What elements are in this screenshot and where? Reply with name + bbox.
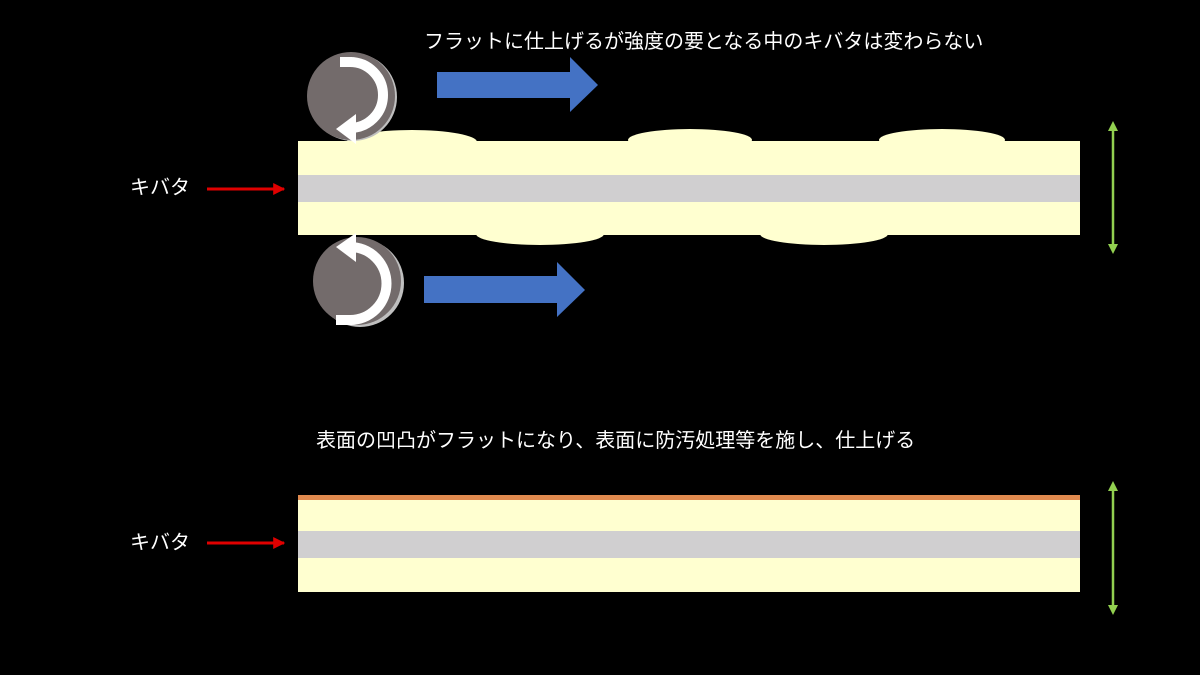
rotation-arrow-tail (336, 315, 352, 325)
outer-layer-top (298, 141, 1080, 175)
direction-arrow-icon (424, 262, 585, 317)
outer-layer-bottom (298, 202, 1080, 235)
rotation-arrow-icon (349, 57, 388, 133)
caption-bottom: 表面の凹凸がフラットになり、表面に防汚処理等を施し、仕上げる (316, 428, 916, 452)
upper-roller (307, 52, 397, 144)
core-layer (298, 175, 1080, 202)
unfinished-fabric (298, 129, 1080, 245)
lower-roller (313, 233, 404, 327)
kibata-label-top: キバタ (130, 175, 190, 199)
rotation-arrowhead (336, 233, 356, 262)
outer-layer-bottom (298, 558, 1080, 592)
core-layer (298, 531, 1080, 558)
direction-arrow-icon (437, 57, 598, 112)
finished-fabric (298, 495, 1080, 592)
kibata-label-bottom: キバタ (130, 530, 190, 554)
rotation-arrow-tail (340, 57, 352, 67)
finish-coat (298, 495, 1080, 500)
rotation-arrow-icon (349, 242, 392, 325)
thickness-arrow-icon (1108, 121, 1118, 254)
outer-layer-top (298, 500, 1080, 531)
caption-top: フラットに仕上げるが強度の要となる中のキバタは変わらない (424, 29, 984, 53)
thickness-arrow-icon (1108, 481, 1118, 615)
rotation-arrowhead (336, 114, 356, 144)
